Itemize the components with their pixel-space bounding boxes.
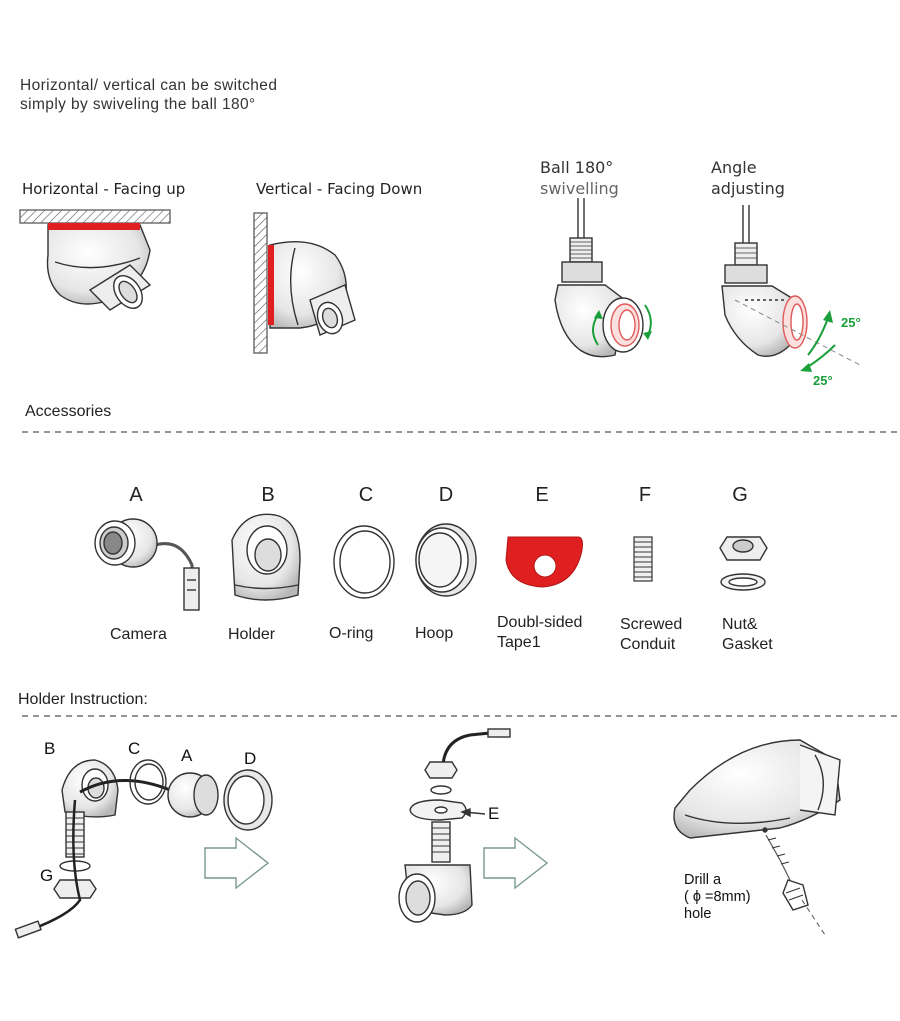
ball-swivel-drawing [554,198,652,358]
exploded-assembly-drawing [14,759,273,939]
accessory-letter-d: D [438,484,454,506]
instruction-label-a: A [181,746,193,765]
instruction-label-d: D [244,749,257,768]
accessory-letter-g: G [732,484,748,506]
holder-icon [231,513,301,601]
accessory-letter-a: A [129,484,143,506]
drill-instruction: Drill a ( ϕ =8mm) hole [684,872,751,922]
accessory-letter-c: C [358,484,374,506]
tape-mount-drawing [398,728,549,923]
accessory-name-nut-gasket: Nut& Gasket [722,616,773,653]
holder-instruction-title: Holder Instruction: [18,691,148,708]
accessory-name-camera: Camera [110,626,167,643]
camera-icon [94,518,200,611]
vertical-caption: Vertical - Facing Down [256,180,423,198]
nut-icon [719,536,768,591]
instruction-label-c: C [128,739,141,758]
accessory-name-o-ring: O-ring [329,625,374,642]
ball-swivel-line2: swivelling [540,179,619,198]
vertical-mount-drawing [253,212,356,354]
accessory-name-conduit: Screwed Conduit [620,616,683,653]
instruction-label-e: E [488,804,500,823]
accessory-letter-f: F [638,484,652,506]
o-ring-icon [333,525,395,599]
accessory-name-holder: Holder [228,626,276,643]
drill-holder-drawing [673,739,841,936]
horizontal-caption: Horizontal - Facing up [22,180,186,198]
accessory-name-tape: Doubl-sided Tape1 [497,614,583,651]
hoop-icon [415,523,477,597]
instruction-label-g: G [40,866,54,885]
accessory-letter-e: E [535,484,549,506]
intro-text: Horizontal/ vertical can be switched sim… [20,77,278,113]
angle-up-label: 25° [841,315,861,330]
accessory-name-hoop: Hoop [415,625,454,642]
conduit-icon [633,536,653,582]
angle-down-label: 25° [813,373,833,388]
instruction-label-b: B [44,739,56,758]
angle-adjust-drawing [721,205,861,372]
angle-adjust-caption: Angle adjusting [711,158,785,198]
accessory-letter-b: B [261,484,275,506]
accessories-title: Accessories [25,403,112,420]
horizontal-mount-drawing [19,209,171,311]
ball-swivel-line1: Ball 180° [540,158,614,177]
tape-icon [505,536,583,588]
